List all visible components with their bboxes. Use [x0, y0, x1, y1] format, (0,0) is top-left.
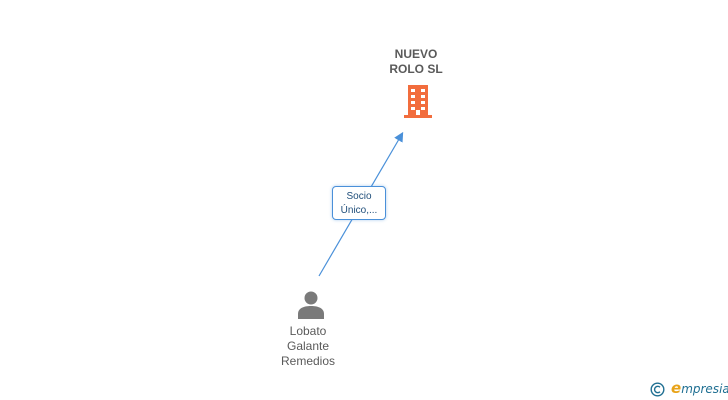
copyright-icon [650, 381, 665, 397]
watermark: empresia [650, 379, 728, 399]
brand-initial: e [671, 379, 682, 397]
person-icon[interactable] [296, 289, 326, 319]
person-name-line-1: Lobato [289, 324, 327, 338]
person-name-line-3: Remedios [280, 354, 336, 368]
relation-label-line-1: Socio [346, 191, 372, 202]
company-name-line-1: NUEVO [394, 47, 438, 61]
relation-label[interactable]: Socio Único,... [332, 186, 386, 220]
brand-rest: mpresia [681, 382, 728, 396]
relation-label-line-2: Único,... [340, 205, 378, 216]
person-name[interactable]: Lobato Galante Remedios [258, 324, 358, 369]
company-name[interactable]: NUEVO ROLO SL [366, 47, 466, 77]
building-icon[interactable] [402, 83, 434, 119]
person-name-line-2: Galante [286, 339, 330, 353]
company-name-line-2: ROLO SL [389, 62, 443, 76]
brand-logo: empresia [671, 381, 728, 397]
